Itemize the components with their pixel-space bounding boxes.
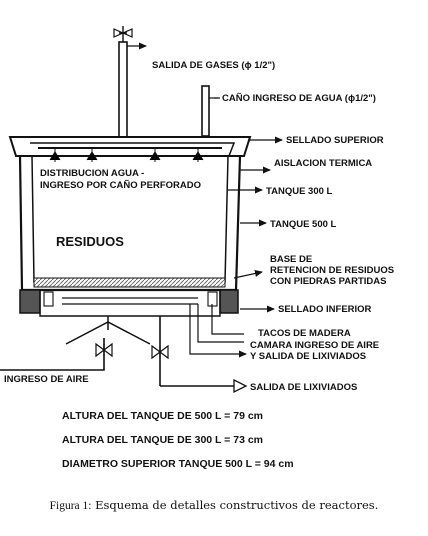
tank-500-outline xyxy=(8,136,252,314)
dimension-note: DIAMETRO SUPERIOR TANQUE 500 L = 94 cm xyxy=(62,458,294,470)
label-tank-300: TANQUE 300 L xyxy=(266,186,333,197)
label-air-inlet: INGRESO DE AIRE xyxy=(4,374,89,385)
label-retention-base-3: CON PIEDRAS PARTIDAS xyxy=(270,276,386,287)
label-air-chamber-2: Y SALIDA DE LIXIVIADOS xyxy=(250,351,366,362)
figure-caption: Figura 1: Esquema de detalles constructi… xyxy=(0,498,428,512)
label-retention-base-2: RETENCION DE RESIDUOS xyxy=(270,265,394,276)
gravel-retention-base xyxy=(33,277,226,288)
label-water-distribution-2: INGRESO POR CAÑO PERFORADO xyxy=(40,180,201,191)
label-thermal-insulation: AISLACION TERMICA xyxy=(274,158,372,169)
label-air-chamber-1: CAMARA INGRESO DE AIRE xyxy=(250,340,379,351)
water-inlet-pipe xyxy=(201,85,218,137)
label-leachate-outlet: SALIDA DE LIXIVIADOS xyxy=(250,382,357,393)
label-wood-blocks: TACOS DE MADERA xyxy=(258,328,351,339)
label-water-distribution-1: DISTRIBUCION AGUA - xyxy=(40,168,144,179)
air-inlet-pipe xyxy=(0,316,151,371)
label-gas-outlet: SALIDA DE GASES (ϕ 1/2") xyxy=(152,60,275,71)
wood-block xyxy=(207,291,218,307)
wood-block xyxy=(43,291,54,307)
air-chamber xyxy=(39,290,221,317)
outlet-arrow-icon xyxy=(233,378,248,394)
label-bottom-seal: SELLADO INFERIOR xyxy=(278,304,372,315)
label-retention-base-1: BASE DE xyxy=(270,254,312,265)
dimension-note: ALTURA DEL TANQUE DE 500 L = 79 cm xyxy=(62,410,263,422)
figure-caption-prefix: Figura 1: xyxy=(49,500,92,512)
label-tank-500: TANQUE 500 L xyxy=(270,219,337,230)
label-water-inlet: CAÑO INGRESO DE AGUA (ϕ1/2") xyxy=(222,93,376,104)
leachate-outlet-pipe xyxy=(151,316,248,394)
perforated-water-pipe xyxy=(38,147,222,162)
tank-300-outline xyxy=(30,142,236,283)
gas-outlet-pipe xyxy=(113,26,147,139)
figure-caption-text: Esquema de detalles constructivos de rea… xyxy=(95,498,379,512)
label-waste: RESIDUOS xyxy=(56,234,124,249)
dimension-note: ALTURA DEL TANQUE DE 300 L = 73 cm xyxy=(62,434,263,446)
label-top-seal: SELLADO SUPERIOR xyxy=(286,135,384,146)
